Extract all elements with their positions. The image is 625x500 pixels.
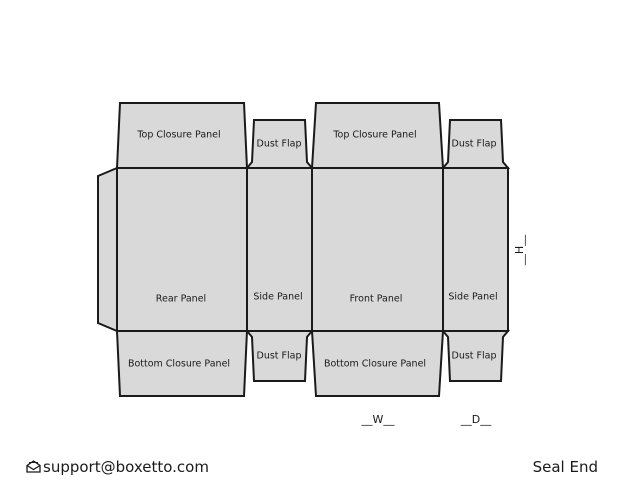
glue-flap: [97, 166, 118, 333]
dust-flap-bottom-right: [440, 330, 511, 382]
dust-flap-bottom-left: [244, 330, 315, 382]
side-panel-right-label: Side Panel: [448, 292, 497, 303]
front-panel: [311, 167, 444, 332]
side-panel-left: [246, 167, 313, 332]
depth-dimension-label: __D__: [460, 413, 492, 426]
rear-panel: [116, 167, 248, 332]
side-panel-left-label: Side Panel: [253, 292, 302, 303]
bottom-closure-panel-left-label: Bottom Closure Panel: [128, 359, 230, 370]
bottom-closure-panel-right-label: Bottom Closure Panel: [324, 359, 426, 370]
front-panel-label: Front Panel: [350, 294, 403, 305]
side-panel-right: [442, 167, 509, 332]
dust-flap-bottom-left-label: Dust Flap: [257, 351, 302, 362]
dust-flap-bottom-right-label: Dust Flap: [452, 351, 497, 362]
support-email[interactable]: support@boxetto.com: [43, 458, 209, 476]
dust-flap-top-left-label: Dust Flap: [257, 139, 302, 150]
envelope-icon: [26, 459, 41, 477]
dust-flap-top-right-label: Dust Flap: [452, 139, 497, 150]
top-closure-panel-right-label: Top Closure Panel: [332, 130, 416, 141]
box-style-label: Seal End: [532, 458, 598, 476]
bottom-closure-panel-right: [310, 330, 445, 397]
rear-panel-label: Rear Panel: [156, 294, 206, 305]
width-dimension-label: __W__: [361, 413, 395, 426]
bottom-closure-panel-left: [115, 330, 249, 397]
height-dimension-label: __H__: [513, 234, 526, 266]
top-closure-panel-left-label: Top Closure Panel: [136, 130, 220, 141]
support-contact[interactable]: support@boxetto.com: [26, 458, 209, 477]
